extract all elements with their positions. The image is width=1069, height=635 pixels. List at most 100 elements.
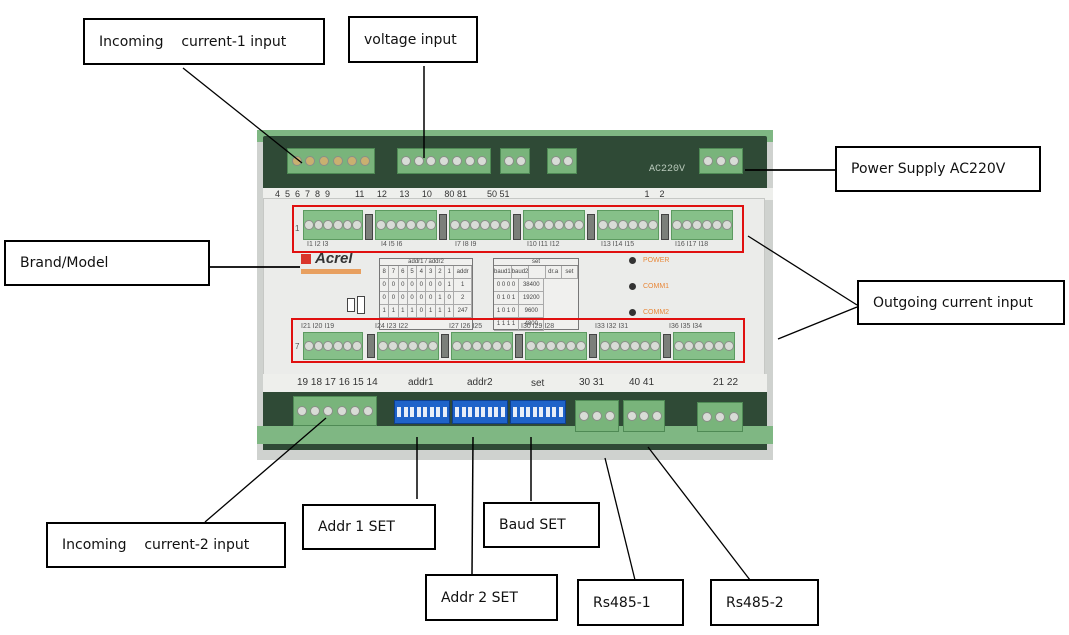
- set-table-cell: 0 1 0 1: [494, 292, 520, 304]
- terminal-50-51: [547, 148, 577, 174]
- addr-table-cell: 1: [399, 305, 408, 317]
- mode-switch: [357, 296, 365, 314]
- callout-addr2-set: Addr 2 SET: [425, 574, 558, 621]
- power-led: [629, 257, 636, 264]
- baud-dip-switch: [510, 400, 566, 424]
- separator: [589, 334, 597, 358]
- set-table-cell: 1 0 1 0: [494, 305, 520, 317]
- addr-table-cell: 0: [389, 292, 399, 304]
- comm1-led-label: COMM1: [643, 283, 670, 290]
- addr-table-cell: 0: [445, 292, 455, 304]
- addr-table-cell: 1: [408, 305, 418, 317]
- addr-table-cell: 3: [426, 266, 436, 278]
- addr-table-cell: 247: [454, 305, 472, 317]
- lower-group-label: I30 I29 I28: [521, 323, 555, 330]
- separator: [367, 334, 375, 358]
- outgoing-current-highlight-upper: [292, 205, 744, 253]
- bottom-label-strip: 19 18 17 16 15 14 addr1 addr2 set 30 31 …: [263, 374, 767, 392]
- upper-group-label: I7 I8 I9: [455, 241, 477, 248]
- rs485-2-terminal-numbers: 40 41: [629, 377, 655, 388]
- addr-table-title: addr1 / addr2: [380, 259, 472, 266]
- set-table-title: set: [494, 259, 578, 266]
- addr-table-cell: 0: [380, 292, 390, 304]
- comm2-led-label: COMM2: [643, 309, 670, 316]
- set-table-cell: set: [562, 266, 578, 278]
- set-table-cell: [529, 266, 546, 278]
- addr1-label: addr1: [408, 377, 434, 388]
- lower-block-6: [673, 332, 735, 360]
- upper-group-label: I10 I11 I12: [527, 241, 560, 248]
- aux-power-terminal: [697, 402, 743, 432]
- set-table-cell: baud1: [494, 266, 512, 278]
- ac220v-marking: AC220V: [649, 164, 686, 175]
- lower-block-5: [599, 332, 661, 360]
- separator: [441, 334, 449, 358]
- power-led-label: POWER: [643, 257, 670, 264]
- callout-outgoing-current: Outgoing current input: [857, 280, 1065, 325]
- separator: [365, 214, 373, 240]
- brand-logo-icon: [301, 254, 311, 264]
- incoming-current-2-terminal: [293, 396, 377, 426]
- callout-voltage-input: voltage input: [348, 16, 478, 63]
- addr-table-cell: 1: [380, 305, 390, 317]
- rs485-1-terminal-numbers: 30 31: [579, 377, 605, 388]
- addr-table-cell: 1: [426, 305, 436, 317]
- callout-addr1-set: Addr 1 SET: [302, 504, 436, 550]
- upper-block-3: [449, 210, 511, 240]
- addr-table-cell: 1: [454, 279, 472, 291]
- lower-block-1: [303, 332, 363, 360]
- upper-block-6: [671, 210, 733, 240]
- callout-incoming-current-2: Incoming current-2 input: [46, 522, 286, 568]
- addr-table-cell: 1: [436, 305, 446, 317]
- addr2-dip-switch: [452, 400, 508, 424]
- brand-name: Acrel: [315, 250, 353, 267]
- upper-group-label: I13 I14 I15: [601, 241, 635, 248]
- set-table-cell: baud2: [512, 266, 530, 278]
- addr-table-cell: 0: [408, 292, 418, 304]
- incoming2-terminal-numbers: 19 18 17 16 15 14: [297, 377, 378, 388]
- addr-table-cell: 0: [426, 292, 436, 304]
- lower-group-label: I27 I26 I25: [449, 323, 483, 330]
- addr-table-cell: 0: [426, 279, 436, 291]
- mode-switch: [347, 298, 355, 312]
- upper-block-4: [523, 210, 585, 240]
- set-table-cell: 1 1 1 1: [494, 318, 520, 330]
- lower-group-label: I24 I23 I22: [375, 323, 409, 330]
- upper-block-5: [597, 210, 659, 240]
- leader-outgoing-lower: [777, 306, 858, 340]
- top-terminal-numbers: 4 5 6 7 8 9 11 12 13 10 80 81 50 51 1 2: [263, 188, 773, 200]
- addr-table-cell: addr: [454, 266, 472, 278]
- set-table-cell: 0 0 0 0: [494, 279, 520, 291]
- addr2-label: addr2: [467, 377, 493, 388]
- rs485-1-terminal: [575, 400, 619, 432]
- addr-table-cell: 7: [389, 266, 399, 278]
- power-supply-terminal: [699, 148, 743, 174]
- separator: [439, 214, 447, 240]
- power-terminal-numbers: 21 22: [713, 377, 739, 388]
- lower-group-label: I36 I35 I34: [669, 323, 703, 330]
- callout-brand-model: Brand/Model: [4, 240, 210, 286]
- upper-group-label: I1 I2 I3: [307, 241, 329, 248]
- set-table-cell: 9600: [519, 305, 545, 317]
- addr-table-cell: 0: [417, 305, 427, 317]
- separator: [515, 334, 523, 358]
- addr-table-cell: 2: [436, 266, 446, 278]
- lower-row-number: 7: [295, 342, 300, 351]
- addr1-dip-switch: [394, 400, 450, 424]
- comm1-led: [629, 283, 636, 290]
- addr-table-cell: 1: [389, 305, 399, 317]
- addr-table-cell: 0: [417, 279, 427, 291]
- set-table-cell: 4800: [519, 318, 545, 330]
- rs485-2-terminal: [623, 400, 665, 432]
- addr-table-cell: 0: [417, 292, 427, 304]
